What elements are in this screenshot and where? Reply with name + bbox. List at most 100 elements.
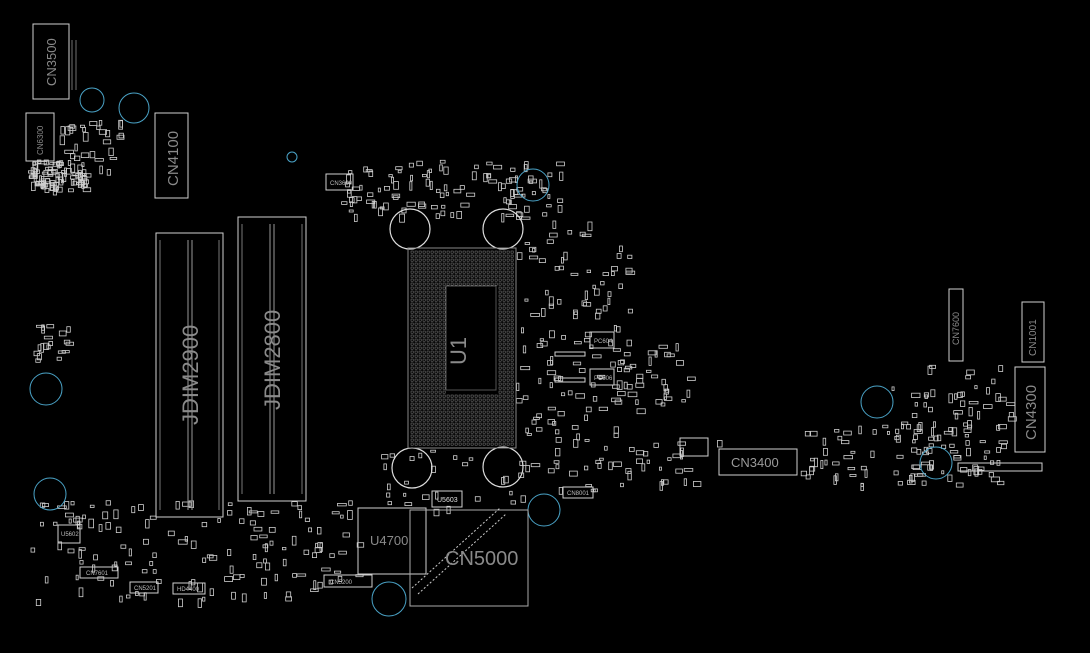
bga-pad — [426, 310, 430, 314]
bga-pad — [418, 278, 422, 282]
bga-pad — [502, 358, 506, 362]
smd-part — [552, 220, 557, 229]
bga-pad — [442, 314, 446, 318]
bga-pad — [442, 258, 446, 262]
smd-part — [627, 308, 633, 314]
smd-part — [39, 502, 46, 508]
bga-pad — [506, 406, 510, 410]
smd-part — [510, 189, 515, 199]
bga-pad — [434, 294, 438, 298]
bga-pad — [438, 342, 442, 346]
smd-part — [1007, 416, 1017, 422]
smd-part — [966, 369, 975, 376]
bga-pad — [418, 398, 422, 402]
bga-pad — [430, 318, 434, 322]
smd-part — [435, 491, 439, 500]
bga-pad — [478, 410, 482, 414]
bga-pad — [482, 254, 486, 258]
bga-pad — [458, 274, 462, 278]
bga-pad — [458, 270, 462, 274]
bga-pad — [438, 370, 442, 374]
bga-pad — [482, 410, 486, 414]
bga-pad — [414, 266, 418, 270]
bga-pad — [442, 326, 446, 330]
smd-part — [296, 573, 307, 577]
smd-part — [202, 557, 207, 563]
smd-part — [604, 445, 608, 451]
bga-pad — [418, 330, 422, 334]
bga-pad — [422, 262, 426, 266]
bga-pad — [442, 322, 446, 326]
bga-pad — [494, 266, 498, 270]
smd-part — [53, 521, 58, 526]
bga-pad — [438, 410, 442, 414]
smd-part — [545, 289, 549, 296]
bga-pad — [426, 438, 430, 442]
bga-pad — [418, 322, 422, 326]
bga-pad — [438, 310, 442, 314]
smd-part — [636, 373, 644, 379]
smd-part — [365, 169, 373, 173]
smd-part — [44, 188, 50, 193]
smd-part — [84, 173, 92, 178]
smd-part — [175, 500, 180, 510]
smd-part — [348, 500, 353, 506]
smd-part — [524, 298, 529, 302]
smd-part — [145, 519, 150, 529]
bga-pad — [434, 266, 438, 270]
bga-pad — [438, 250, 442, 254]
smd-part — [717, 440, 723, 448]
smd-part — [592, 354, 602, 359]
bga-pad — [426, 278, 430, 282]
bga-pad — [450, 394, 454, 398]
smd-part — [486, 173, 492, 179]
smd-part — [67, 159, 72, 166]
bga-pad — [466, 274, 470, 278]
u5602-label: U5602 — [61, 532, 79, 538]
smd-part — [998, 396, 1007, 402]
bga-pad — [498, 406, 502, 410]
smd-part — [263, 592, 267, 599]
smd-part — [109, 156, 118, 160]
bga-pad — [414, 250, 418, 254]
bga-pad — [450, 442, 454, 446]
smd-part — [882, 424, 889, 429]
smd-part — [931, 427, 934, 437]
bga-pad — [422, 294, 426, 298]
bga-pad — [462, 262, 466, 266]
smd-part — [416, 160, 423, 167]
smd-part — [933, 421, 937, 428]
smd-part — [57, 350, 66, 354]
bga-pad — [410, 426, 414, 430]
bga-pad — [438, 398, 442, 402]
bga-pad — [422, 410, 426, 414]
bga-pad — [474, 438, 478, 442]
cpu-side-bar-1 — [554, 351, 586, 357]
smd-part — [585, 406, 592, 413]
bga-pad — [410, 258, 414, 262]
bga-pad — [498, 438, 502, 442]
bga-pad — [486, 430, 490, 434]
mounting-hole — [860, 385, 894, 419]
bga-pad — [502, 418, 506, 422]
smd-part — [593, 488, 598, 493]
bga-pad — [450, 418, 454, 422]
bga-pad — [506, 290, 510, 294]
smd-part — [849, 473, 857, 477]
smd-part — [98, 120, 103, 126]
bga-pad — [506, 382, 510, 386]
bga-pad — [414, 262, 418, 266]
cn3500-pins — [71, 40, 77, 90]
u1-bga-pads — [410, 250, 514, 446]
smd-part — [342, 532, 350, 538]
bga-pad — [434, 426, 438, 430]
bga-pad — [486, 414, 490, 418]
bga-pad — [414, 342, 418, 346]
smd-part — [625, 270, 636, 275]
bga-pad — [506, 338, 510, 342]
smd-part — [515, 175, 518, 183]
bga-pad — [426, 342, 430, 346]
bga-pad — [466, 282, 470, 286]
bga-pad — [422, 326, 426, 330]
smd-part — [348, 170, 353, 175]
